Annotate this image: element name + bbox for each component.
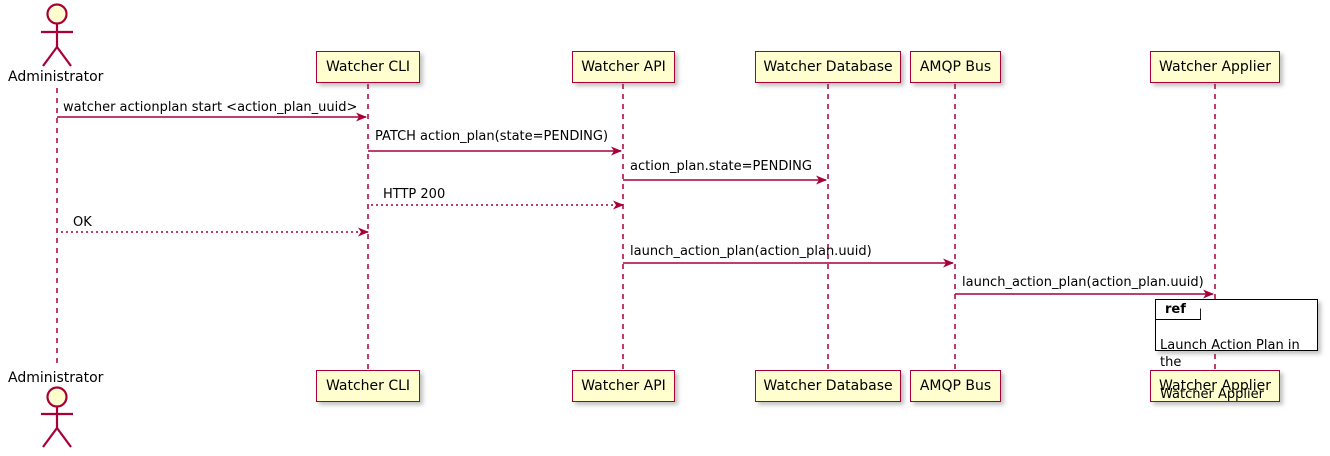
participant-box-watcher-cli-bottom[interactable]: Watcher CLI bbox=[316, 370, 420, 402]
participant-box-watcher-api-top[interactable]: Watcher API bbox=[572, 51, 675, 83]
participant-label-watcher-applier: Watcher Applier bbox=[1159, 59, 1271, 75]
reference-fragment-body-line-2: Watcher Applier bbox=[1160, 387, 1264, 402]
message-label-5: OK bbox=[73, 215, 92, 230]
participant-box-watcher-cli-top[interactable]: Watcher CLI bbox=[316, 51, 420, 83]
participant-box-amqp-bus-top[interactable]: AMQP Bus bbox=[910, 51, 1001, 83]
participant-label-amqp-bus: AMQP Bus bbox=[919, 59, 992, 75]
reference-fragment-body: Launch Action Plan in the Watcher Applie… bbox=[1160, 322, 1318, 420]
participant-box-watcher-database-top[interactable]: Watcher Database bbox=[755, 51, 901, 83]
reference-fragment-body-line-1: Launch Action Plan in the bbox=[1160, 338, 1300, 370]
participant-box-watcher-database-bottom[interactable]: Watcher Database bbox=[755, 370, 901, 402]
participant-label-watcher-api-bottom: Watcher API bbox=[581, 378, 666, 394]
reference-fragment-box: ref bbox=[1155, 299, 1318, 351]
actor-administrator-top bbox=[41, 3, 73, 67]
participant-box-watcher-api-bottom[interactable]: Watcher API bbox=[572, 370, 675, 402]
actor-label-administrator-bottom: Administrator bbox=[8, 370, 104, 386]
message-label-3: action_plan.state=PENDING bbox=[630, 159, 812, 174]
participant-label-watcher-cli-bottom: Watcher CLI bbox=[325, 378, 411, 394]
participant-label-watcher-applier-bottom: Watcher Applier bbox=[1159, 378, 1271, 394]
participant-box-watcher-applier-bottom[interactable]: Watcher Applier bbox=[1150, 370, 1280, 402]
lifelines bbox=[56, 84, 1216, 371]
participant-label-watcher-database: Watcher Database bbox=[763, 59, 893, 75]
message-label-6: launch_action_plan(action_plan.uuid) bbox=[630, 244, 872, 259]
participant-box-watcher-applier-top[interactable]: Watcher Applier bbox=[1150, 51, 1280, 83]
message-label-2: PATCH action_plan(state=PENDING) bbox=[375, 129, 609, 144]
message-label-1: watcher actionplan start <action_plan_uu… bbox=[63, 100, 358, 115]
actor-label-administrator-top: Administrator bbox=[8, 69, 104, 85]
message-label-4: HTTP 200 bbox=[383, 187, 446, 202]
actor-administrator-bottom bbox=[41, 386, 73, 448]
participant-label-watcher-database-bottom: Watcher Database bbox=[763, 378, 893, 394]
participant-label-watcher-cli: Watcher CLI bbox=[325, 59, 411, 75]
participant-label-watcher-api: Watcher API bbox=[581, 59, 666, 75]
participant-label-amqp-bus-bottom: AMQP Bus bbox=[919, 378, 992, 394]
message-label-7: launch_action_plan(action_plan.uuid) bbox=[962, 275, 1204, 290]
participant-box-amqp-bus-bottom[interactable]: AMQP Bus bbox=[910, 370, 1001, 402]
reference-fragment-tab-label: ref bbox=[1156, 300, 1201, 320]
